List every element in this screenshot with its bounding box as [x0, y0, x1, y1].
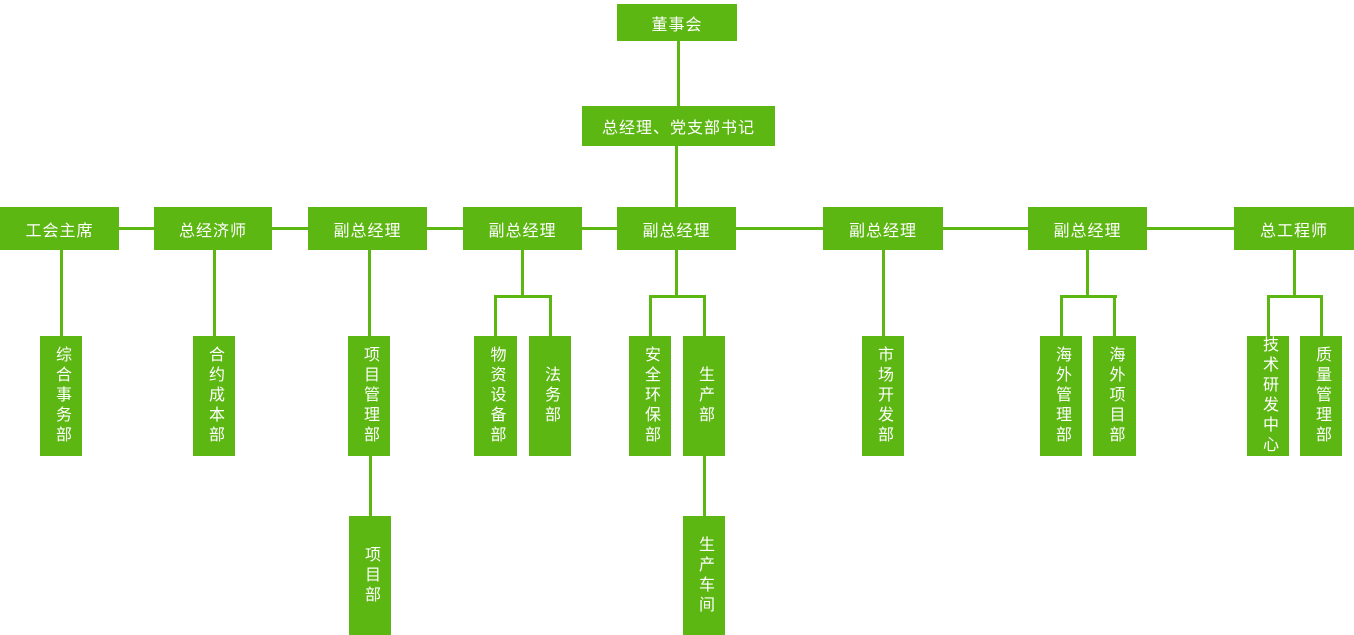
connector-deputy-gm-3-safety-env — [649, 298, 652, 336]
connector-chain-deputy-gm-2-deputy-gm-3 — [582, 227, 617, 230]
connector-general-manager-deputy-gm-3 — [675, 146, 678, 207]
org-node-chief-engineer[interactable]: 总工程师 — [1234, 207, 1354, 250]
connector-chain-union-chair-chief-economist — [119, 227, 154, 230]
org-node-project-dept[interactable]: 项目部 — [349, 516, 391, 635]
org-node-label-chief-engineer: 总工程师 — [1259, 222, 1328, 240]
org-node-production-workshop[interactable]: 生产车间 — [683, 516, 725, 635]
connector-deputy-gm-5-overseas-mgmt — [1060, 298, 1063, 336]
connector-deputy-gm-2-materials-equipment — [494, 298, 497, 336]
connector-project-mgmt-project-dept — [369, 456, 372, 516]
org-node-quality-mgmt[interactable]: 质量管理部 — [1300, 336, 1342, 456]
org-node-deputy-gm-3[interactable]: 副总经理 — [617, 207, 736, 250]
org-node-label-materials-equipment: 物资设备部 — [487, 346, 505, 446]
connector-chief-engineer-tech-rd-center — [1267, 298, 1270, 336]
connector-deputy-gm-5-branch — [1060, 295, 1117, 298]
connector-deputy-gm-3-production — [703, 298, 706, 336]
org-node-materials-equipment[interactable]: 物资设备部 — [474, 336, 517, 456]
org-node-label-project-mgmt: 项目管理部 — [361, 346, 378, 446]
org-node-label-deputy-gm-5: 副总经理 — [1053, 222, 1122, 240]
org-node-label-overseas-project: 海外项目部 — [1106, 346, 1124, 446]
org-node-union-chair[interactable]: 工会主席 — [0, 207, 119, 250]
connector-deputy-gm-5-overseas-project — [1113, 298, 1116, 336]
org-node-label-safety-env: 安全环保部 — [642, 346, 659, 446]
org-node-label-deputy-gm-3: 副总经理 — [642, 222, 711, 240]
connector-deputy-gm-2-stem — [521, 250, 524, 295]
org-node-label-market-dev: 市场开发部 — [875, 346, 892, 446]
org-node-board[interactable]: 董事会 — [617, 4, 737, 41]
org-node-label-quality-mgmt: 质量管理部 — [1313, 346, 1330, 446]
connector-chain-deputy-gm-3-deputy-gm-4 — [736, 227, 823, 230]
org-node-label-production: 生产部 — [696, 366, 713, 426]
org-node-label-tech-rd-center: 技术研发中心 — [1260, 336, 1277, 456]
org-node-label-chief-economist: 总经济师 — [178, 222, 247, 240]
connector-chief-engineer-stem — [1293, 250, 1296, 295]
connector-board-general-manager — [677, 41, 680, 106]
org-node-label-general-manager: 总经理、党支部书记 — [601, 120, 755, 137]
org-node-production[interactable]: 生产部 — [683, 336, 725, 456]
connector-deputy-gm-3-branch — [649, 295, 706, 298]
connector-chief-engineer-quality-mgmt — [1320, 298, 1323, 336]
connector-production-production-workshop — [703, 456, 706, 516]
org-node-deputy-gm-4[interactable]: 副总经理 — [823, 207, 943, 250]
connector-chain-deputy-gm-4-deputy-gm-5 — [943, 227, 1028, 230]
org-node-label-legal: 法务部 — [542, 366, 559, 426]
org-node-overseas-project[interactable]: 海外项目部 — [1093, 336, 1136, 456]
org-node-label-board: 董事会 — [651, 16, 703, 34]
org-node-general-affairs[interactable]: 综合事务部 — [40, 336, 82, 456]
org-node-safety-env[interactable]: 安全环保部 — [629, 336, 671, 456]
connector-chief-economist-contract-cost — [213, 250, 216, 336]
org-node-deputy-gm-5[interactable]: 副总经理 — [1028, 207, 1147, 250]
org-node-label-deputy-gm-1: 副总经理 — [333, 222, 402, 240]
org-node-project-mgmt[interactable]: 项目管理部 — [348, 336, 390, 456]
org-node-deputy-gm-2[interactable]: 副总经理 — [463, 207, 582, 250]
org-node-tech-rd-center[interactable]: 技术研发中心 — [1247, 336, 1289, 456]
org-node-label-deputy-gm-4: 副总经理 — [848, 222, 917, 240]
org-node-chief-economist[interactable]: 总经济师 — [154, 207, 272, 250]
org-node-deputy-gm-1[interactable]: 副总经理 — [308, 207, 427, 250]
connector-deputy-gm-2-branch — [494, 295, 552, 298]
org-node-overseas-mgmt[interactable]: 海外管理部 — [1040, 336, 1082, 456]
org-node-market-dev[interactable]: 市场开发部 — [862, 336, 904, 456]
connector-deputy-gm-1-project-mgmt — [368, 250, 371, 336]
org-node-label-production-workshop: 生产车间 — [696, 535, 713, 616]
org-node-label-union-chair: 工会主席 — [25, 222, 94, 240]
org-node-label-contract-cost: 合约成本部 — [206, 346, 223, 446]
connector-deputy-gm-4-market-dev — [882, 250, 885, 336]
org-node-contract-cost[interactable]: 合约成本部 — [193, 336, 235, 456]
connector-chain-deputy-gm-5-chief-engineer — [1147, 227, 1234, 230]
connector-union-chair-general-affairs — [60, 250, 63, 336]
org-node-general-manager[interactable]: 总经理、党支部书记 — [582, 106, 775, 146]
org-node-label-deputy-gm-2: 副总经理 — [488, 222, 557, 240]
connector-chain-deputy-gm-1-deputy-gm-2 — [427, 227, 463, 230]
org-node-label-project-dept: 项目部 — [362, 545, 379, 606]
connector-deputy-gm-2-legal — [549, 298, 552, 336]
org-node-label-overseas-mgmt: 海外管理部 — [1053, 346, 1070, 446]
connector-deputy-gm-5-stem — [1086, 250, 1089, 295]
org-node-label-general-affairs: 综合事务部 — [53, 346, 70, 446]
connector-chief-engineer-branch — [1267, 295, 1323, 298]
connector-chain-chief-economist-deputy-gm-1 — [272, 227, 308, 230]
org-node-legal[interactable]: 法务部 — [529, 336, 571, 456]
connector-deputy-gm-3-stem — [675, 250, 678, 295]
